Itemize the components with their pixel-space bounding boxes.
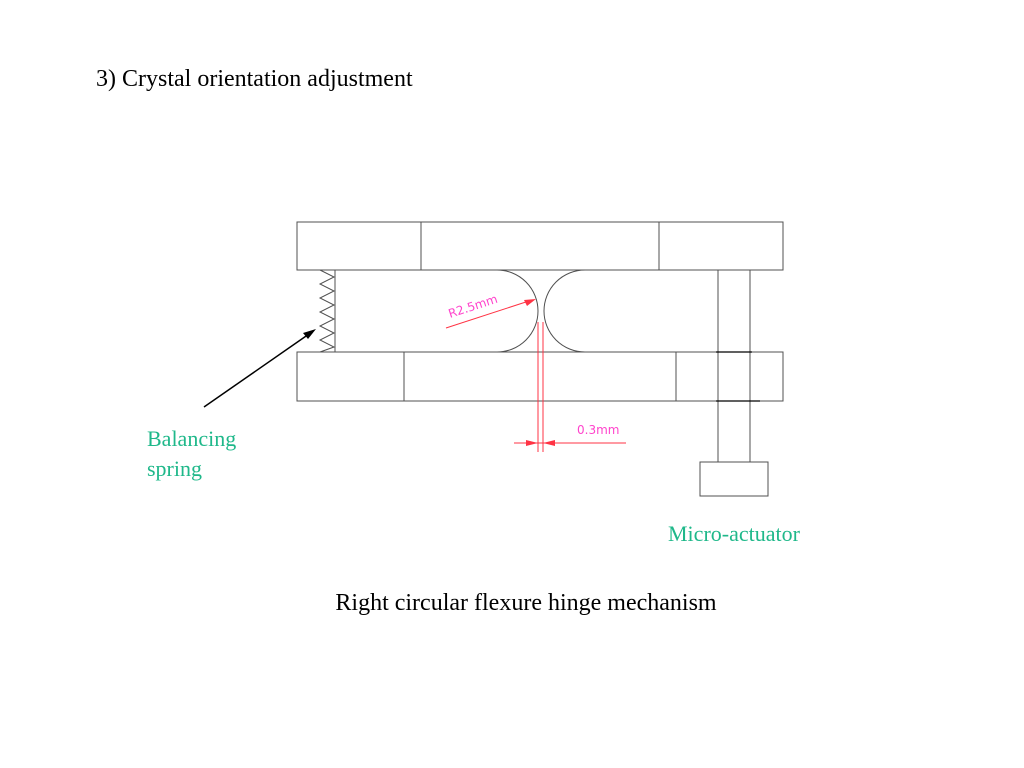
balancing-spring-label-line2: spring (147, 456, 202, 481)
radius-arrowhead (524, 299, 536, 306)
gap-arrowhead-left (526, 440, 538, 446)
balancing-spring-zigzag (318, 269, 336, 353)
right-notch-outline (543, 269, 676, 353)
slide-title: 3) Crystal orientation adjustment (96, 66, 413, 92)
spring-pointer-line (203, 333, 310, 408)
diagram-caption: Right circular flexure hinge mechanism (335, 590, 717, 616)
radius-leader-line (445, 299, 533, 329)
balancing-spring-label-line1: Balancing (147, 426, 237, 451)
radius-dimension-text: R2.5mm (447, 292, 500, 321)
spring-pointer-arrowhead (303, 329, 316, 339)
gap-dimension-text: 0.3mm (577, 423, 619, 437)
actuator-base (699, 461, 769, 497)
balancing-spring-label: Balancing spring (147, 424, 277, 484)
bottom-bar (296, 351, 784, 402)
micro-actuator-label: Micro-actuator (668, 521, 800, 546)
top-bar (296, 221, 784, 271)
gap-arrowhead-right (543, 440, 555, 446)
left-notch-outline (335, 269, 539, 353)
